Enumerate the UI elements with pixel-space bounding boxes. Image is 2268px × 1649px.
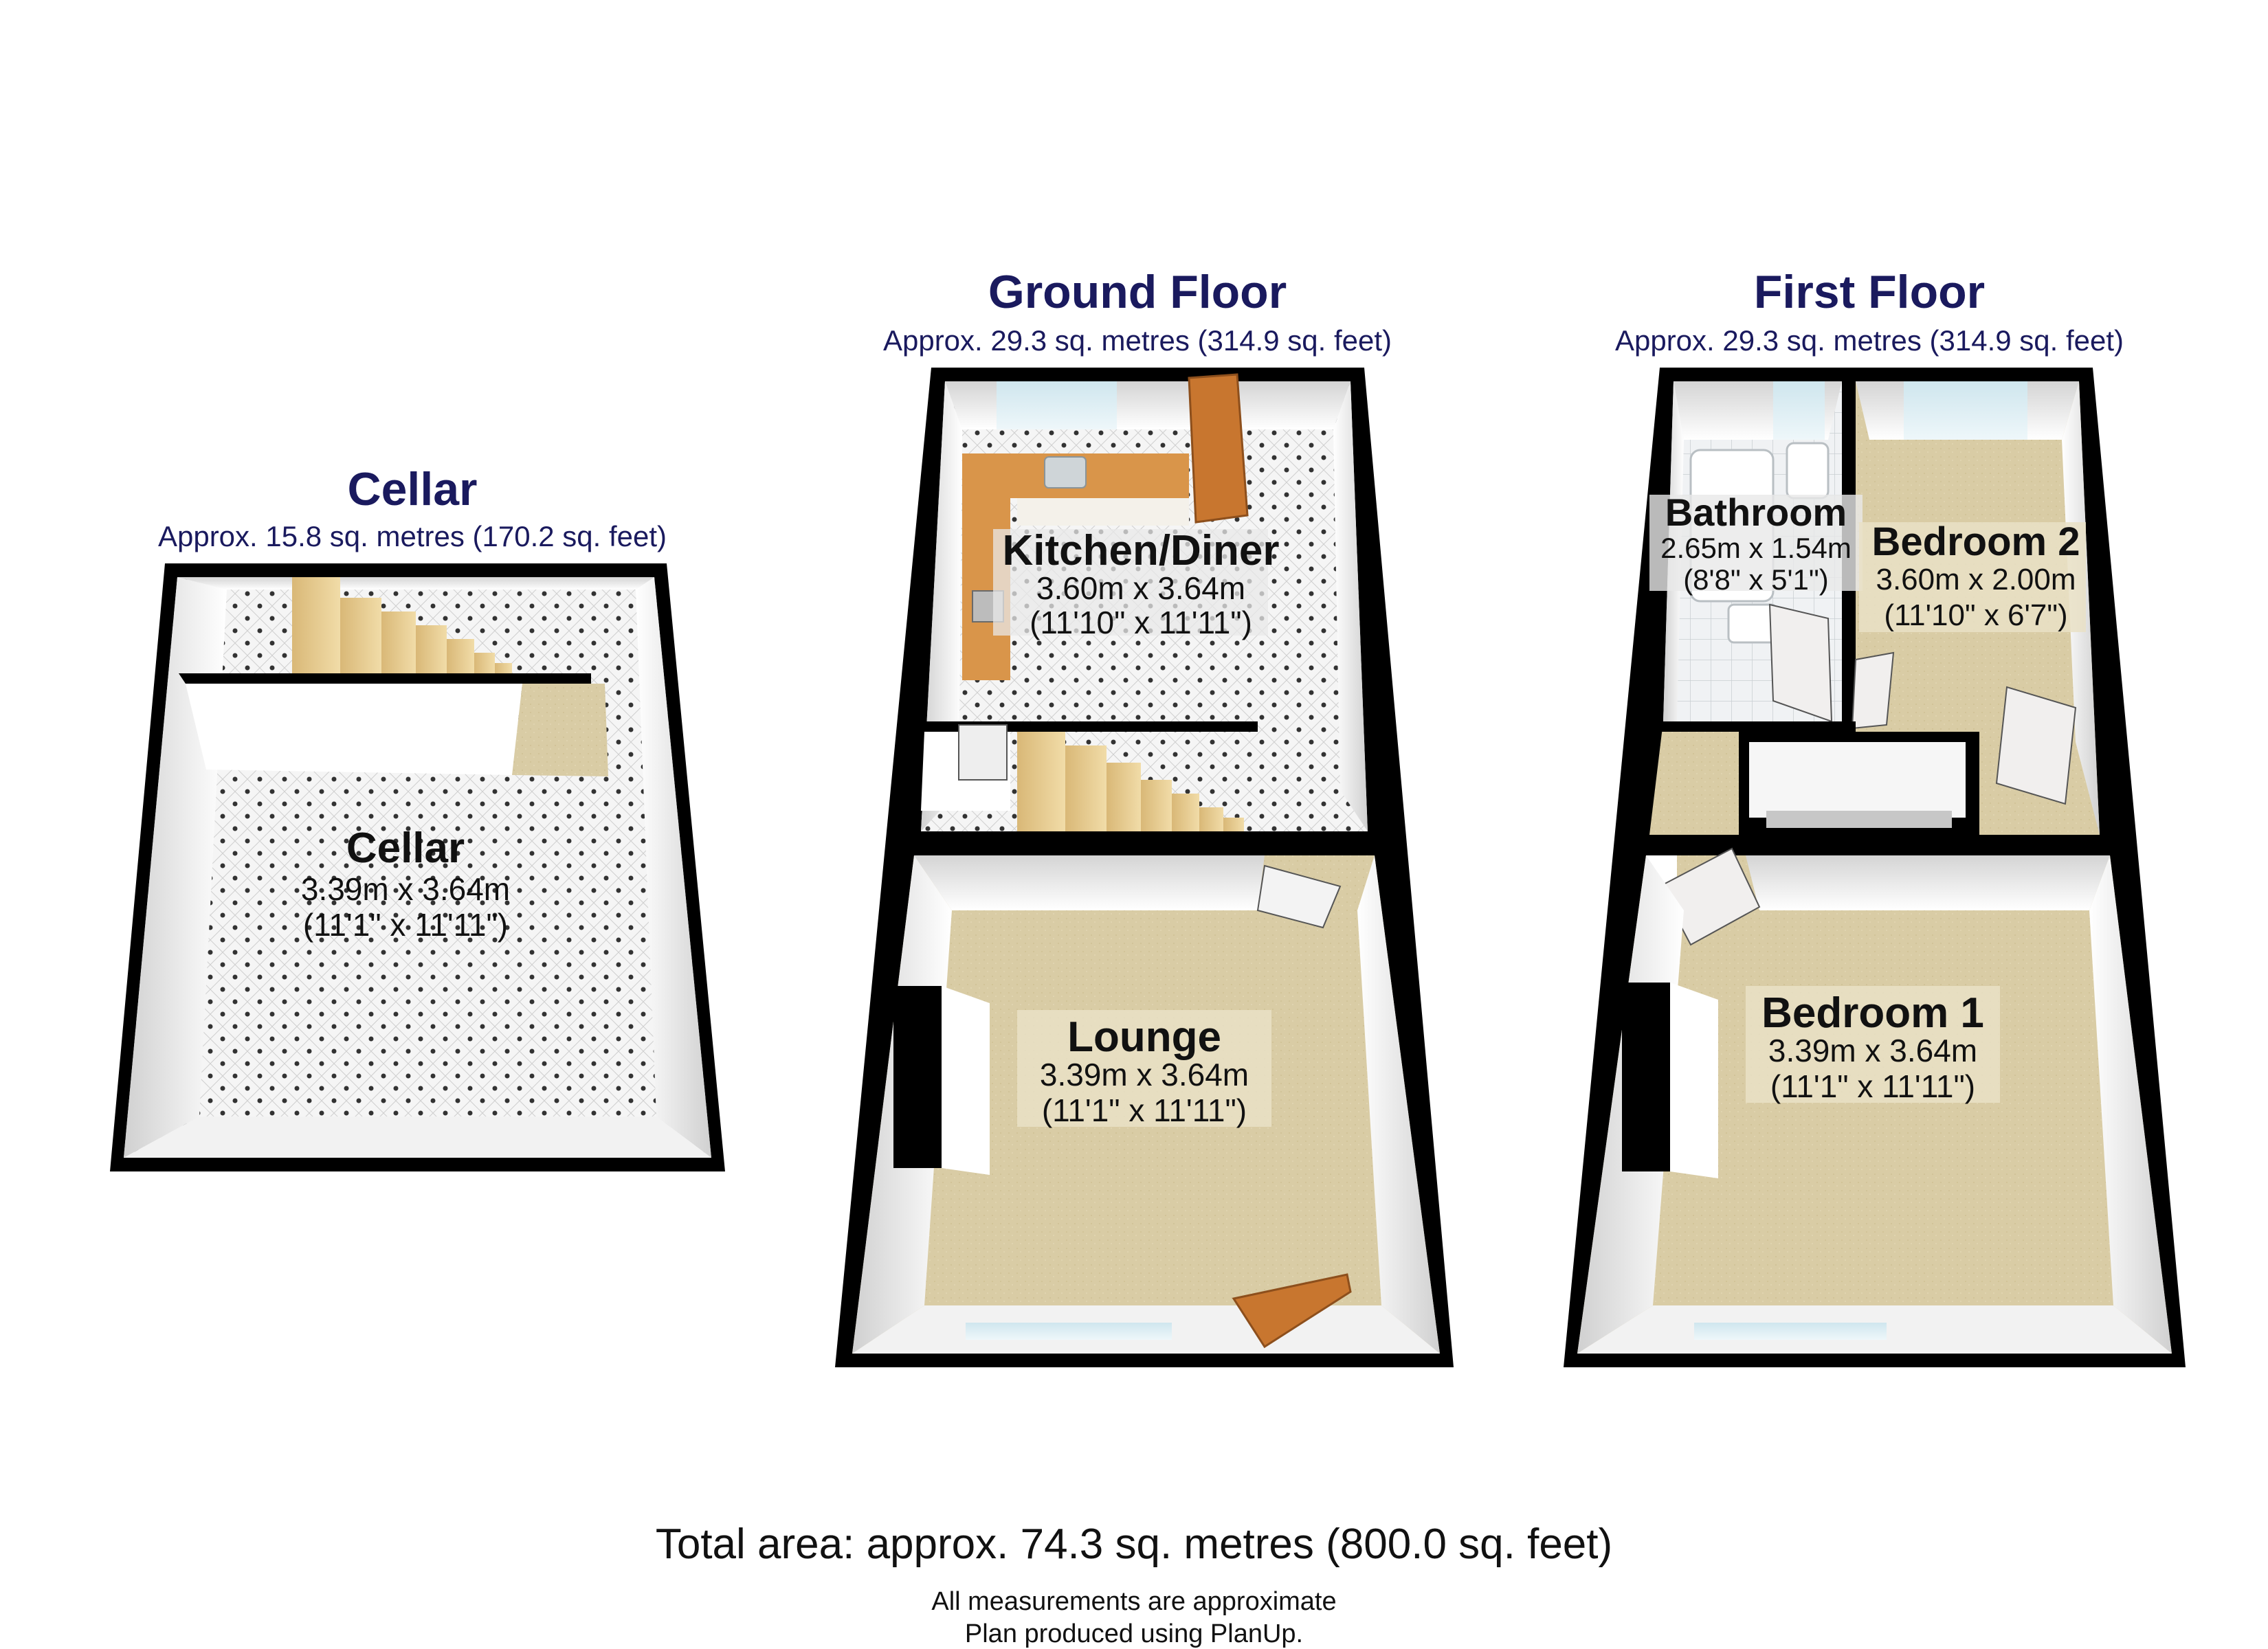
- landing-wall: [1649, 721, 1856, 732]
- ground-dividing-wall: [911, 831, 1381, 855]
- ground-floor-plan: Ground Floor Approx. 29.3 sq. metres (31…: [835, 266, 1454, 1367]
- first-floor-plan: First Floor Approx. 29.3 sq. metres (314…: [1564, 266, 2186, 1367]
- room-dim-m-bedroom-1: 3.39m x 3.64m: [1768, 1033, 1977, 1068]
- bedroom-1-right-wall: [2089, 855, 2172, 1354]
- cellar-back-wall: [177, 577, 654, 590]
- room-name-kitchen-diner: Kitchen/Diner: [1002, 527, 1279, 574]
- cellar-bottom-wall: [124, 1117, 711, 1158]
- bedroom-2-closet-door[interactable]: [1995, 686, 2077, 805]
- room-name-bedroom-2: Bedroom 2: [1872, 519, 2080, 564]
- footer: Total area: approx. 74.3 sq. metres (800…: [656, 1521, 1612, 1648]
- room-dim-ft-bedroom-1: (11'1" x 11'11"): [1770, 1068, 1975, 1104]
- first-floor-title: First Floor: [1754, 266, 1985, 318]
- room-dim-ft-cellar: (11'1" x 11'11"): [303, 907, 508, 943]
- lounge-label-bg: [1017, 1010, 1271, 1127]
- room-name-lounge: Lounge: [1067, 1013, 1221, 1061]
- bedroom-1-chimney-breast: [1622, 983, 1670, 1171]
- room-dim-m-kitchen-diner: 3.60m x 3.64m: [1036, 570, 1245, 606]
- room-name-cellar: Cellar: [346, 824, 465, 872]
- under-stair-door[interactable]: [958, 724, 1008, 781]
- cupboard-interior: [1749, 742, 1966, 818]
- cellar-floor-plan: Cellar Approx. 15.8 sq. metres (170.2 sq…: [110, 463, 725, 1171]
- room-dim-m-cellar: 3.39m x 3.64m: [301, 871, 510, 907]
- room-dim-m-bathroom: 2.65m x 1.54m: [1660, 532, 1852, 564]
- ground-floor-area: Approx. 29.3 sq. metres (314.9 sq. feet): [883, 324, 1392, 357]
- kitchen-right-wall: [1333, 381, 1368, 831]
- room-dim-ft-lounge: (11'1" x 11'11"): [1042, 1092, 1247, 1128]
- room-name-bedroom-1: Bedroom 1: [1761, 989, 1984, 1037]
- room-dim-m-bedroom-2: 3.60m x 2.00m: [1876, 563, 2076, 596]
- toilet-icon: [1786, 442, 1830, 500]
- bedroom-1-floor: [1577, 855, 2172, 1354]
- kitchen-label-bg: [993, 529, 1268, 636]
- cellar-stairs: [292, 577, 512, 673]
- lounge-window: [966, 1323, 1172, 1340]
- cellar-area: Approx. 15.8 sq. metres (170.2 sq. feet): [158, 520, 667, 552]
- measurement-note: All measurements are approximate: [931, 1587, 1336, 1616]
- room-dim-ft-bathroom: (8'8" x 5'1"): [1683, 563, 1829, 596]
- cellar-title: Cellar: [348, 463, 478, 515]
- lounge-chimney-breast: [893, 986, 942, 1168]
- room-dim-ft-kitchen-diner: (11'10" x 11'11"): [1030, 605, 1252, 640]
- lounge-back-wall: [914, 855, 1265, 910]
- first-floor-area: Approx. 29.3 sq. metres (314.9 sq. feet): [1615, 324, 2124, 357]
- first-dividing-wall: [1643, 835, 2110, 855]
- bedroom-1-chimney-face: [1670, 983, 1718, 1178]
- ground-floor-title: Ground Floor: [988, 266, 1287, 318]
- kitchen-back-door[interactable]: [1188, 373, 1249, 524]
- cellar-right-wall: [636, 577, 711, 1158]
- bedroom-1-window: [1694, 1323, 1887, 1340]
- sink-icon: [1044, 456, 1087, 489]
- kitchen-left-wall: [921, 381, 962, 831]
- cupboard-shelf: [1766, 811, 1952, 828]
- planup-note: Plan produced using PlanUp.: [965, 1619, 1303, 1648]
- kitchen-window: [997, 381, 1117, 429]
- bedroom-2-window: [1904, 381, 2027, 440]
- bathroom-window: [1773, 381, 1825, 440]
- cellar-partition-face: [186, 684, 522, 775]
- lounge-door[interactable]: [1256, 864, 1342, 929]
- cellar-partition: [179, 673, 591, 684]
- room-name-bathroom: Bathroom: [1665, 491, 1847, 534]
- bedroom-2-label-bg: [1859, 522, 2086, 632]
- total-area: Total area: approx. 74.3 sq. metres (800…: [656, 1521, 1612, 1568]
- bathroom-label-bg: [1649, 495, 1863, 591]
- room-dim-m-lounge: 3.39m x 3.64m: [1040, 1057, 1249, 1092]
- room-dim-ft-bedroom-2: (11'10" x 6'7"): [1884, 598, 2067, 632]
- kitchen-units: [1017, 498, 1189, 526]
- ground-stairs: [1017, 732, 1244, 835]
- bedroom-2-door[interactable]: [1851, 651, 1895, 730]
- lounge-chimney-face: [942, 986, 990, 1175]
- bedroom-1-label-bg: [1746, 986, 2000, 1103]
- cellar-landing: [512, 684, 608, 776]
- bedroom-1-back-wall: [1746, 855, 2110, 910]
- lounge-right-wall: [1357, 855, 1440, 1354]
- front-door[interactable]: [1232, 1273, 1352, 1349]
